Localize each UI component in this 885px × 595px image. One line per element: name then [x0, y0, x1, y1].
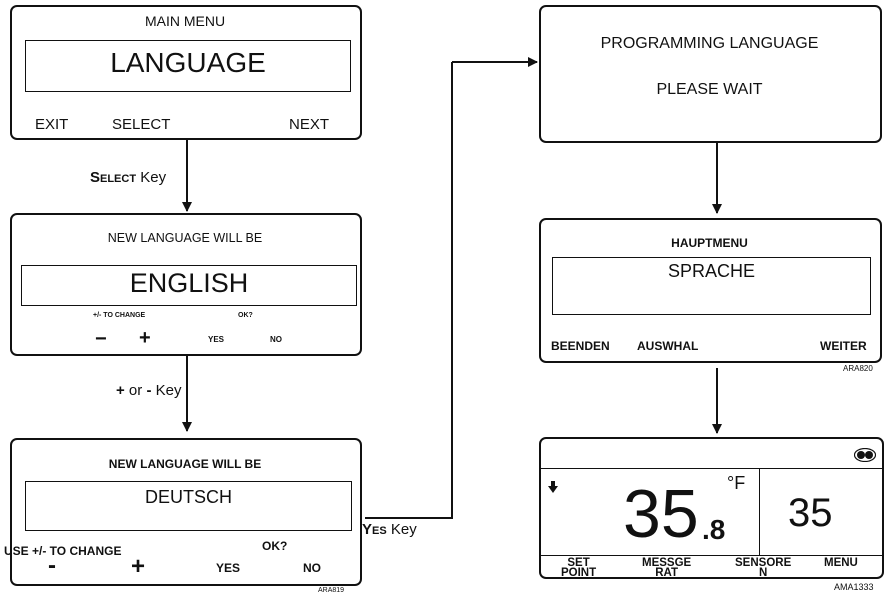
hauptmenu-display-text: SPRACHE [667, 261, 756, 281]
select-key-name: Select [90, 169, 137, 186]
softkey-weiter[interactable]: WEITER [820, 339, 867, 353]
dual-light-icon [854, 448, 876, 462]
lcd-divider [759, 469, 761, 555]
softkey-menu-line1: MENU [824, 557, 858, 569]
deutsch-change-hint: USE +/- TO CHANGE [4, 544, 122, 558]
temperature-reading: 35 [623, 476, 699, 552]
no-key[interactable]: NO [303, 561, 321, 575]
english-display: ENGLISH [21, 265, 357, 306]
softkey-exit[interactable]: EXIT [35, 116, 69, 133]
softkey-auswhal[interactable]: AUSWHAL [637, 339, 699, 353]
main-menu-screen: MAIN MENU LANGUAGE EXIT SELECT NEXT [10, 5, 362, 140]
softkey-messge-rat[interactable]: MESSGE RAT [642, 557, 692, 579]
programming-message: PROGRAMMING LANGUAGE [600, 35, 819, 52]
softkey-sensoren-line1: SENSORE [735, 557, 792, 569]
programming-language-screen: PROGRAMMING LANGUAGE PLEASE WAIT [539, 5, 882, 143]
arrow-screen3-to-screen4 [365, 62, 453, 519]
temperature-decimal: .8 [702, 514, 726, 545]
no-key[interactable]: NO [270, 335, 282, 344]
hauptmenu-title: HAUPTMENU [671, 236, 748, 250]
yes-key-label: Yes Key [362, 522, 417, 537]
select-key-suffix: Key [136, 169, 167, 186]
deutsch-display: DEUTSCH [25, 481, 352, 531]
english-change-hint: +/- TO CHANGE [93, 312, 146, 319]
main-menu-title: MAIN MENU [144, 13, 226, 29]
softkey-set-point-line2: POINT [561, 566, 597, 579]
softkey-messge-rat-line2: RAT [655, 566, 678, 579]
deutsch-confirm-prompt: OK? [262, 539, 288, 553]
please-wait-message: PLEASE WAIT [656, 81, 763, 98]
yes-key-suffix: Key [386, 521, 417, 538]
yes-key[interactable]: YES [208, 335, 225, 344]
softkey-messge-rat-line1: MESSGE [642, 557, 692, 569]
softkey-set-point-line1: SET [567, 557, 590, 569]
temperature-unit: °F [727, 473, 746, 493]
minus-key[interactable]: − [95, 328, 107, 350]
yes-key-name: Yes [362, 521, 387, 538]
deutsch-screen-title: NEW LANGUAGE WILL BE [108, 457, 262, 471]
plus-symbol: + [116, 382, 125, 399]
setpoint-reading: 35 [788, 491, 833, 535]
down-arrow-icon [548, 481, 558, 493]
figure-ref-ama1333: AMA1333 [834, 582, 874, 592]
deutsch-selection-screen: NEW LANGUAGE WILL BE DEUTSCH USE +/- TO … [4, 438, 362, 586]
minus-symbol: - [146, 382, 152, 399]
english-selection-screen: NEW LANGUAGE WILL BE ENGLISH +/- TO CHAN… [10, 213, 362, 356]
figure-ref-ara819: ARA819 [318, 587, 345, 594]
hauptmenu-screen: HAUPTMENU SPRACHE BEENDEN AUSWHAL WEITER [539, 218, 882, 363]
hauptmenu-display: SPRACHE [552, 257, 871, 315]
softkey-sensoren[interactable]: SENSORE N [735, 557, 792, 579]
plus-key[interactable]: + [131, 553, 146, 580]
softkey-select[interactable]: SELECT [112, 116, 171, 133]
main-menu-display-text: LANGUAGE [110, 47, 266, 78]
softkey-menu[interactable]: MENU [824, 557, 858, 569]
plus-minus-key-label: + or - Key [116, 383, 181, 398]
plus-minus-key-suffix: Key [151, 382, 182, 399]
plus-key[interactable]: + [139, 327, 151, 349]
english-confirm-prompt: OK? [238, 312, 253, 319]
temperature-display-screen: 35 .8 °F 35 SET POINT MESSGE RAT SENSORE… [539, 437, 884, 579]
main-menu-display: LANGUAGE [25, 40, 351, 92]
select-key-label: Select Key [90, 170, 166, 185]
english-screen-title: NEW LANGUAGE WILL BE [107, 231, 263, 245]
figure-ref-ara820: ARA820 [843, 364, 873, 373]
softkey-beenden[interactable]: BEENDEN [551, 339, 610, 353]
softkey-set-point[interactable]: SET POINT [561, 557, 597, 579]
minus-key[interactable]: - [48, 552, 56, 579]
softkey-sensoren-line2: N [758, 566, 768, 579]
deutsch-display-text: DEUTSCH [144, 487, 232, 507]
yes-key[interactable]: YES [216, 561, 241, 575]
english-display-text: ENGLISH [129, 268, 249, 298]
or-text: or [124, 382, 147, 399]
softkey-next[interactable]: NEXT [289, 116, 330, 133]
temperature-lcd: 35 .8 °F 35 [541, 468, 884, 556]
